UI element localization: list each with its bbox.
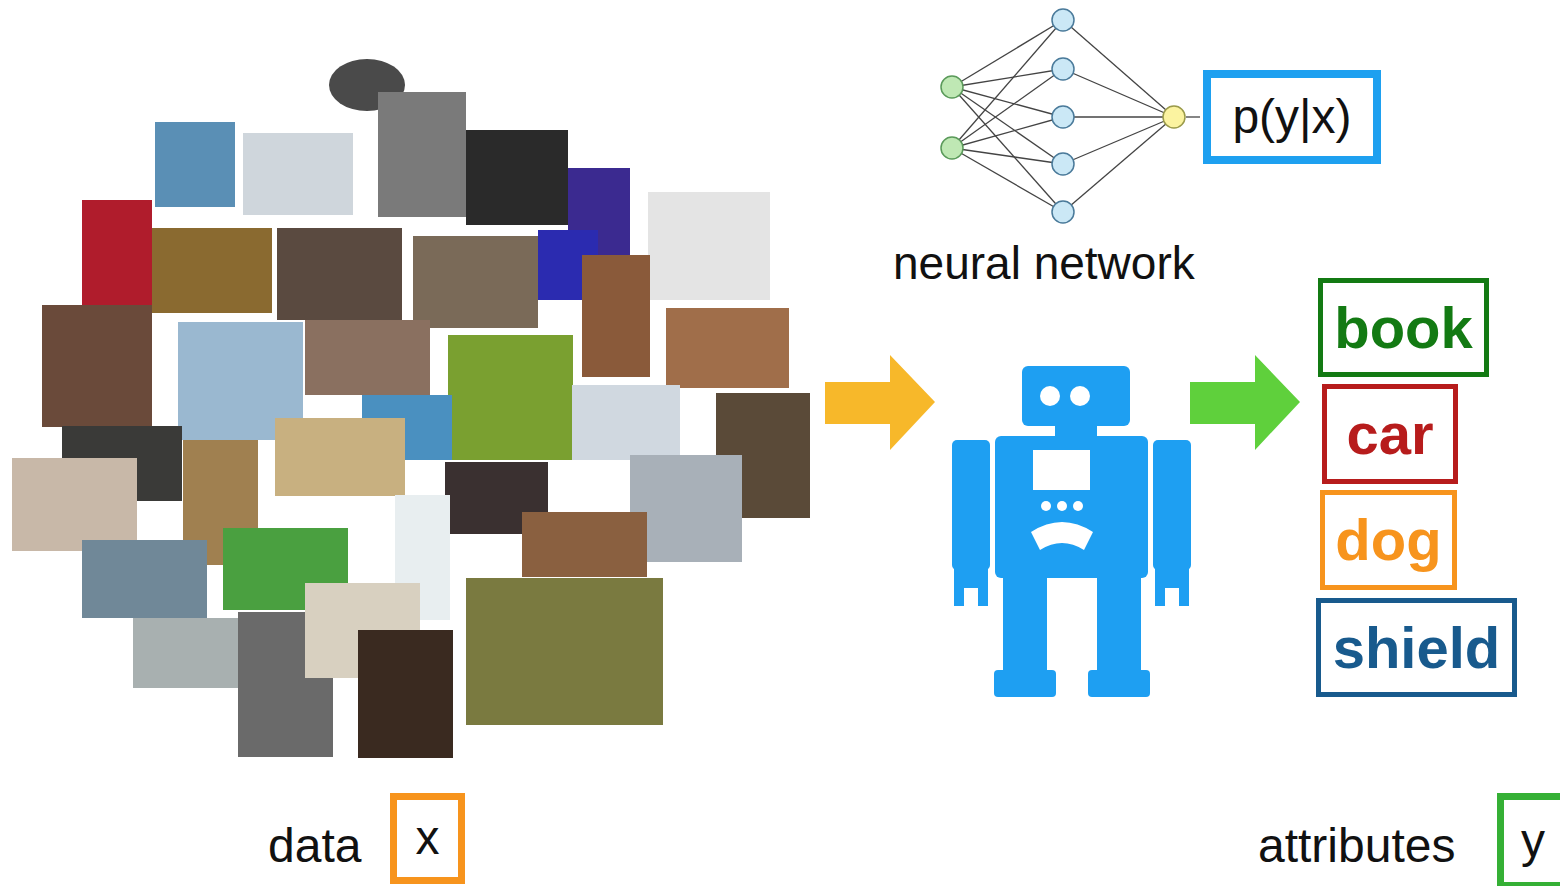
network-link xyxy=(1063,116,1174,117)
label-box: shield xyxy=(1316,598,1517,697)
network-link xyxy=(952,87,1063,212)
label-box: car xyxy=(1322,384,1458,484)
box-text: p(y|x) xyxy=(1232,91,1351,144)
neural-network-icon xyxy=(941,9,1200,223)
robot-head xyxy=(1022,366,1130,426)
photo-thumbnail xyxy=(466,130,568,225)
photo-thumbnail xyxy=(275,418,405,496)
orange-arrow xyxy=(825,355,935,450)
robot-body xyxy=(995,436,1148,578)
network-link xyxy=(1063,69,1174,117)
network-link xyxy=(952,148,1063,164)
robot-eye xyxy=(1070,386,1090,406)
network-link xyxy=(952,20,1063,87)
photo-thumbnail xyxy=(413,236,538,328)
hidden-neuron xyxy=(1052,153,1074,175)
photo-thumbnail xyxy=(155,122,235,207)
robot-leg xyxy=(1097,575,1141,675)
hidden-neuron xyxy=(1052,9,1074,31)
photo-thumbnail xyxy=(243,133,353,215)
photo-thumbnail xyxy=(82,540,207,618)
photo-thumbnail xyxy=(522,512,647,577)
input-neuron xyxy=(941,76,963,98)
photo-thumbnail xyxy=(358,630,453,758)
photo-collage xyxy=(12,59,810,758)
robot-claw xyxy=(1155,568,1189,606)
robot-arm xyxy=(1153,440,1191,570)
axis-label: attributes xyxy=(1258,818,1455,873)
network-link xyxy=(1063,117,1174,212)
robot-foot xyxy=(994,670,1056,697)
box-text: dog xyxy=(1335,508,1441,572)
network-link xyxy=(1186,116,1200,117)
photo-thumbnail xyxy=(582,255,650,377)
photo-thumbnail xyxy=(448,335,573,460)
photo-thumbnail xyxy=(572,385,680,460)
hidden-neuron xyxy=(1052,58,1074,80)
photo-thumbnail xyxy=(466,578,663,725)
robot-eye xyxy=(1040,386,1060,406)
network-link xyxy=(952,20,1063,148)
formula-box: p(y|x) xyxy=(1203,70,1381,164)
label-box: dog xyxy=(1320,490,1457,590)
box-text: car xyxy=(1346,402,1433,466)
robot-foot xyxy=(1088,670,1150,697)
label-box: book xyxy=(1318,278,1489,377)
robot-dot xyxy=(1073,501,1083,511)
photo-thumbnail xyxy=(42,305,152,427)
photo-thumbnail xyxy=(305,320,430,395)
network-link xyxy=(952,117,1063,148)
robot-neck xyxy=(1055,424,1097,438)
network-link xyxy=(1063,20,1174,117)
photo-thumbnail xyxy=(648,192,770,300)
box-text: y xyxy=(1521,815,1545,868)
robot-icon xyxy=(952,366,1191,697)
network-link xyxy=(952,87,1063,117)
neural-network-label: neural network xyxy=(893,236,1195,291)
photo-thumbnail xyxy=(152,228,272,313)
robot-dot xyxy=(1041,501,1051,511)
photo-thumbnail xyxy=(378,92,466,217)
box-text: book xyxy=(1334,296,1473,360)
photo-thumbnail xyxy=(277,228,402,320)
photo-thumbnail xyxy=(666,308,789,388)
box-text: shield xyxy=(1333,616,1501,680)
box-text: x xyxy=(416,812,440,865)
photo-thumbnail xyxy=(133,618,238,688)
photo-thumbnail xyxy=(82,200,152,305)
variable-box: y xyxy=(1497,793,1560,886)
output-neuron xyxy=(1163,106,1185,128)
network-link xyxy=(952,148,1063,212)
photo-thumbnail xyxy=(12,458,137,551)
robot-mouth xyxy=(1031,522,1093,550)
network-link xyxy=(1063,117,1174,164)
network-link xyxy=(952,87,1063,164)
hidden-neuron xyxy=(1052,201,1074,223)
robot-dot xyxy=(1057,501,1067,511)
robot-chest xyxy=(1033,450,1090,490)
green-arrow xyxy=(1190,355,1300,450)
robot-claw xyxy=(954,568,988,606)
robot-leg xyxy=(1003,575,1047,675)
robot-arm xyxy=(952,440,990,570)
variable-box: x xyxy=(390,793,465,884)
hidden-neuron xyxy=(1052,106,1074,128)
network-link xyxy=(952,69,1063,148)
input-neuron xyxy=(941,137,963,159)
axis-label: data xyxy=(268,818,361,873)
